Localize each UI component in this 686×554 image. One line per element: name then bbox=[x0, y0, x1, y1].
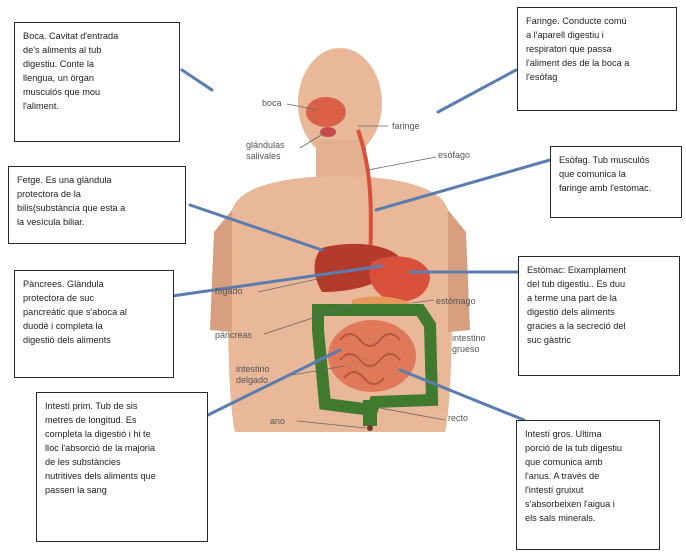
label-intestino-grueso: intestino grueso bbox=[452, 333, 486, 355]
connector-boca bbox=[182, 70, 212, 90]
box-intesti-prim: Intestí prim. Tub de sis metres de longi… bbox=[36, 392, 208, 542]
label-ano: ano bbox=[270, 416, 285, 427]
neck-shape bbox=[316, 140, 366, 178]
box-faringe: Faringe. Conducte comú a l'aparell diges… bbox=[517, 7, 677, 111]
label-faringe: faringe bbox=[392, 121, 420, 132]
label-estomago: estómago bbox=[436, 296, 476, 307]
salivary-gland-shape bbox=[320, 127, 336, 137]
mouth-shape bbox=[306, 97, 346, 127]
label-recto: recto bbox=[448, 413, 468, 424]
label-intestino-delgado: intestino delgado bbox=[236, 364, 270, 386]
label-glandulas: glándulas salivales bbox=[246, 140, 285, 162]
label-esofago: esófago bbox=[438, 150, 470, 161]
small-intestine-shape bbox=[328, 320, 416, 392]
box-estomac: Estómac: Eixamplament del tub digestiu..… bbox=[518, 256, 680, 376]
label-pancreas: páncreas bbox=[215, 330, 252, 341]
box-fetge: Fetge. Es una glàndula protectora de la … bbox=[8, 166, 186, 244]
label-boca: boca bbox=[262, 98, 282, 109]
left-arm-shape bbox=[210, 210, 232, 332]
rectum-shape bbox=[363, 400, 377, 426]
box-intesti-gros: Intestí gros. Ultima porció de la tub di… bbox=[516, 420, 660, 550]
box-esofag: Esòfag. Tub musculós que comunica la far… bbox=[550, 146, 682, 218]
box-pancrees: Pàncrees. Glàndula protectora de suc pan… bbox=[14, 270, 174, 378]
connector-faringe bbox=[438, 70, 516, 112]
box-boca: Boca. Cavitat d'entrada de's aliments al… bbox=[14, 22, 180, 142]
anus-shape bbox=[367, 425, 373, 431]
label-higado: hígado bbox=[215, 286, 243, 297]
